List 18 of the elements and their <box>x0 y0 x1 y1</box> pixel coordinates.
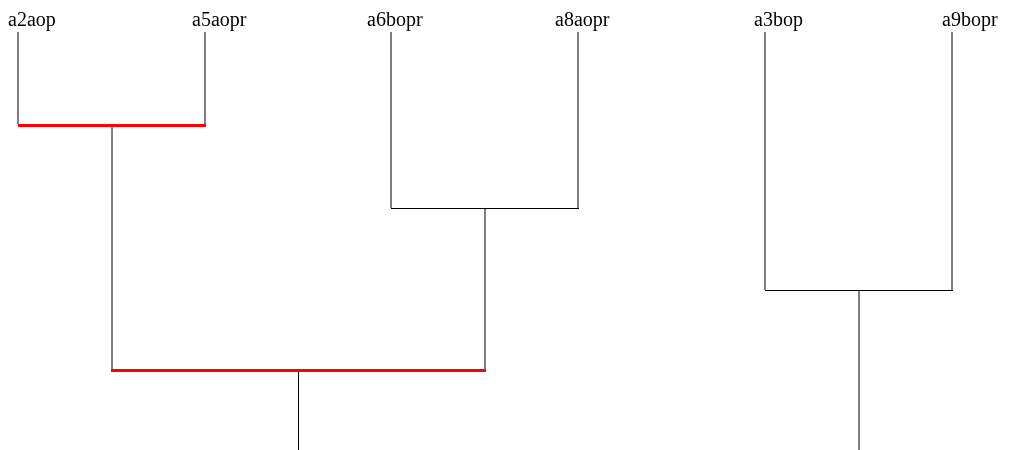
leaf-label: a9bopr <box>942 6 998 32</box>
leaf-label: a6bopr <box>367 6 423 32</box>
branch-line <box>204 31 206 125</box>
branch-line <box>577 31 579 209</box>
leaf-label: a2aop <box>8 6 56 32</box>
branch-line <box>111 126 113 370</box>
branch-line <box>764 31 766 291</box>
branch-line <box>17 31 19 125</box>
branch-line <box>390 31 392 209</box>
branch-line <box>298 371 299 450</box>
branch-line <box>484 208 486 370</box>
branch-line <box>951 31 953 291</box>
leaf-label: a5aopr <box>192 6 247 32</box>
branch-line <box>858 290 860 450</box>
merge-bar <box>18 124 206 127</box>
leaf-label: a8aopr <box>555 6 610 32</box>
leaf-label: a3bop <box>754 6 803 32</box>
merge-bar <box>111 369 486 372</box>
